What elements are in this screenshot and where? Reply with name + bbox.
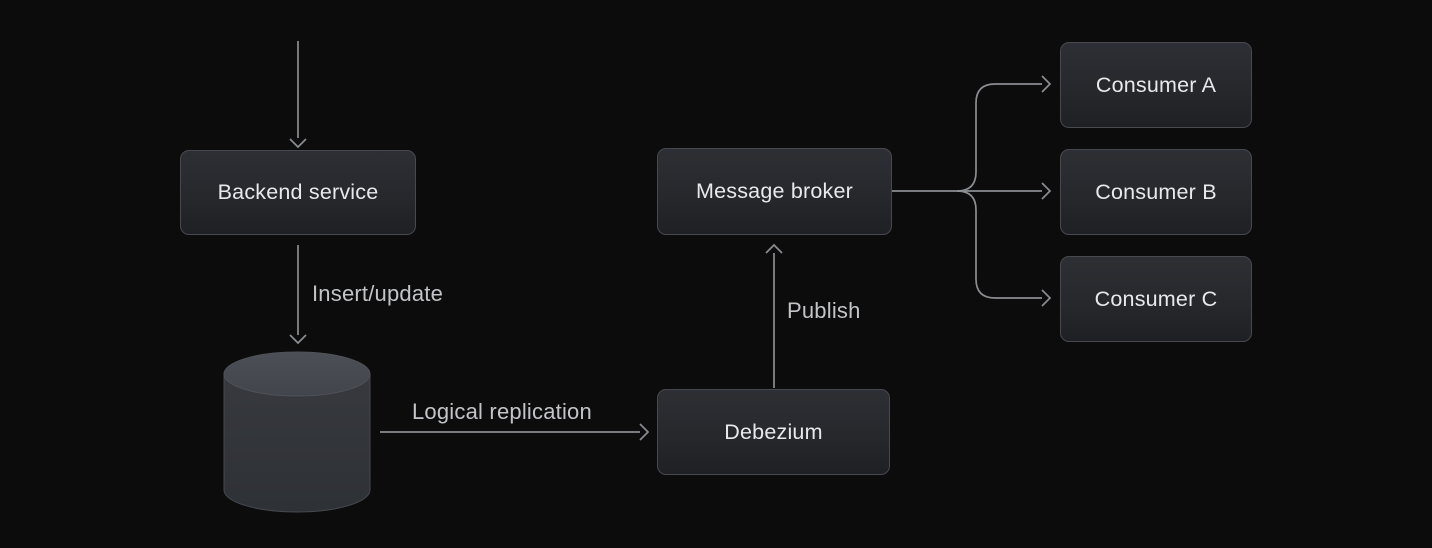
node-consumer-a-label: Consumer A xyxy=(1095,72,1217,97)
node-consumer-c: Consumer C xyxy=(1060,256,1252,342)
edge-insert-update xyxy=(289,245,307,345)
node-consumer-b-label: Consumer B xyxy=(1095,179,1217,204)
edge-logical-replication xyxy=(380,423,650,441)
node-backend-service: Backend service xyxy=(180,150,416,235)
edge-label-insert-update: Insert/update xyxy=(312,281,444,306)
node-backend-service-label: Backend service xyxy=(217,180,379,204)
node-database xyxy=(222,350,372,519)
edge-entry-arrow xyxy=(289,41,307,149)
database-cylinder-icon xyxy=(223,351,371,513)
edge-label-logical-replication: Logical replication xyxy=(412,399,592,424)
edge-publish xyxy=(765,243,783,388)
node-consumer-a: Consumer A xyxy=(1060,42,1252,128)
edge-broker-to-consumers xyxy=(892,75,1052,307)
node-debezium: Debezium xyxy=(657,389,890,475)
node-debezium-label: Debezium xyxy=(724,419,823,444)
node-message-broker-label: Message broker xyxy=(696,179,853,203)
node-consumer-b: Consumer B xyxy=(1060,149,1252,235)
node-message-broker: Message broker xyxy=(657,148,892,235)
node-consumer-c-label: Consumer C xyxy=(1094,286,1218,311)
edge-label-publish: Publish xyxy=(787,298,861,323)
